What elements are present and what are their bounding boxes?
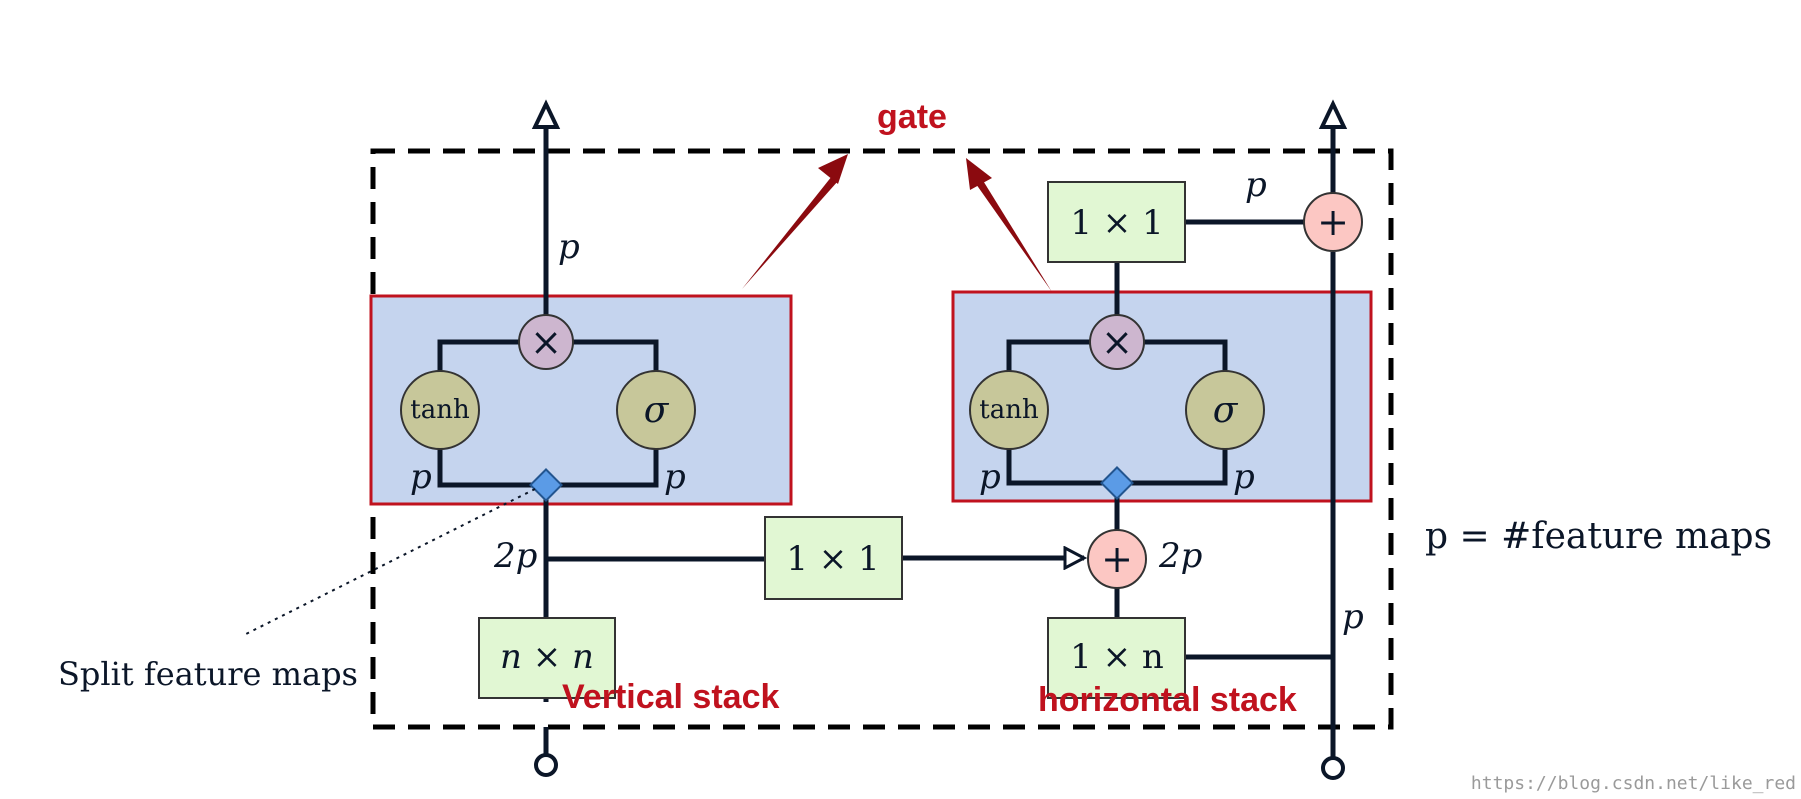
vertical-to-horizontal-1x1-conv-box (764, 516, 903, 600)
horizontal-stack-label: horizontal stack (1038, 681, 1297, 719)
vertical-tanh-node (400, 370, 480, 450)
watermark-url: https://blog.csdn.net/like_red (1471, 773, 1796, 794)
horizontal-top-p-label: p (1245, 165, 1267, 205)
vertical-multiply-label: × (530, 320, 562, 364)
vertical-to-horizontal-1x1-label: 1 × 1 (786, 539, 879, 579)
horizontal-right-p-label: p (1233, 457, 1255, 497)
horizontal-tanh-node (969, 370, 1049, 450)
gate-arrow-left-head (818, 154, 848, 184)
gate-arrow-right (976, 179, 1052, 292)
split-feature-maps-label: Split feature maps (58, 655, 358, 693)
gate-label: gate (877, 98, 947, 136)
vertical-stack-connections (437, 116, 765, 762)
horizontal-input-terminal (1321, 756, 1345, 780)
horizontal-inner-add-node (1087, 529, 1147, 589)
vertical-stack-label: Vertical stack (562, 678, 779, 716)
vertical-sigma-label: σ (644, 390, 670, 431)
vertical-right-p-label: p (664, 457, 686, 497)
horizontal-output-1x1-label: 1 × 1 (1070, 203, 1163, 243)
legend-text: p = #feature maps (1425, 516, 1772, 557)
horizontal-residual-p-label: p (1342, 597, 1364, 637)
horizontal-output-arrow (1318, 99, 1348, 129)
horizontal-1xn-conv-label: 1 × n (1070, 637, 1164, 677)
vertical-tanh-label: tanh (410, 395, 470, 425)
block-boundary (370, 148, 1394, 730)
horizontal-sigma-label: σ (1213, 390, 1239, 431)
vertical-input-terminal (534, 753, 558, 777)
split-callout-line (245, 488, 536, 635)
horizontal-split-diamond (1100, 466, 1134, 500)
horizontal-multiply-label: × (1101, 320, 1133, 364)
vertical-left-p-label: p (410, 457, 432, 497)
gate-arrow-right-head (966, 158, 992, 190)
vertical-nxn-conv-label: n × n (500, 637, 594, 677)
horizontal-stack-connections (1006, 116, 1336, 762)
vertical-out-p-label: p (558, 227, 580, 267)
horizontal-output-1x1-conv-box (1047, 181, 1186, 263)
horizontal-1xn-conv-box (1047, 617, 1186, 699)
horizontal-residual-add-node (1303, 192, 1363, 252)
vertical-output-arrow (531, 99, 561, 129)
horizontal-multiply-node (1089, 314, 1145, 370)
horizontal-residual-add-label: + (1317, 200, 1349, 244)
vertical-nxn-conv-box (478, 617, 616, 699)
gate-arrow-left (742, 176, 838, 289)
horizontal-tanh-label: tanh (979, 395, 1039, 425)
horizontal-left-p-label: p (979, 457, 1001, 497)
vertical-multiply-node (518, 314, 574, 370)
vertical-split-diamond (529, 468, 563, 502)
horizontal-sigma-node (1185, 370, 1265, 450)
horizontal-2p-label: 2p (1158, 536, 1202, 576)
vertical-2p-label: 2p (493, 536, 537, 576)
vertical-sigma-node (616, 370, 696, 450)
horizontal-inner-add-label: + (1101, 537, 1133, 581)
